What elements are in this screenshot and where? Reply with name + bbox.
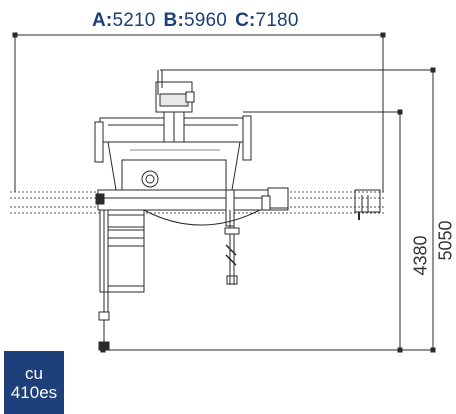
model-badge-line-1: cu [25, 363, 43, 383]
model-badge-line-2: 410es [10, 382, 58, 402]
dimension-c-label: C: [235, 10, 256, 31]
overall-dimensions: A:5210 B:5960 C:7180 [92, 10, 299, 32]
dimension-a-value: 5210 [112, 10, 156, 31]
right-support [143, 209, 261, 285]
dimension-c-value: 7180 [255, 10, 299, 31]
model-badge: cu 410es [4, 351, 64, 414]
left-carriage [98, 209, 145, 351]
dimension-b-label: B: [163, 10, 184, 31]
dimension-b-value: 5960 [183, 10, 228, 31]
machine-body [94, 70, 289, 227]
height-dimension-outer: 5050 [435, 220, 456, 261]
height-dimension-inner: 4380 [410, 235, 431, 276]
sliding-table-rails [10, 191, 385, 214]
dimension-a-label: A: [92, 10, 113, 31]
dimension-lines [12, 32, 436, 353]
